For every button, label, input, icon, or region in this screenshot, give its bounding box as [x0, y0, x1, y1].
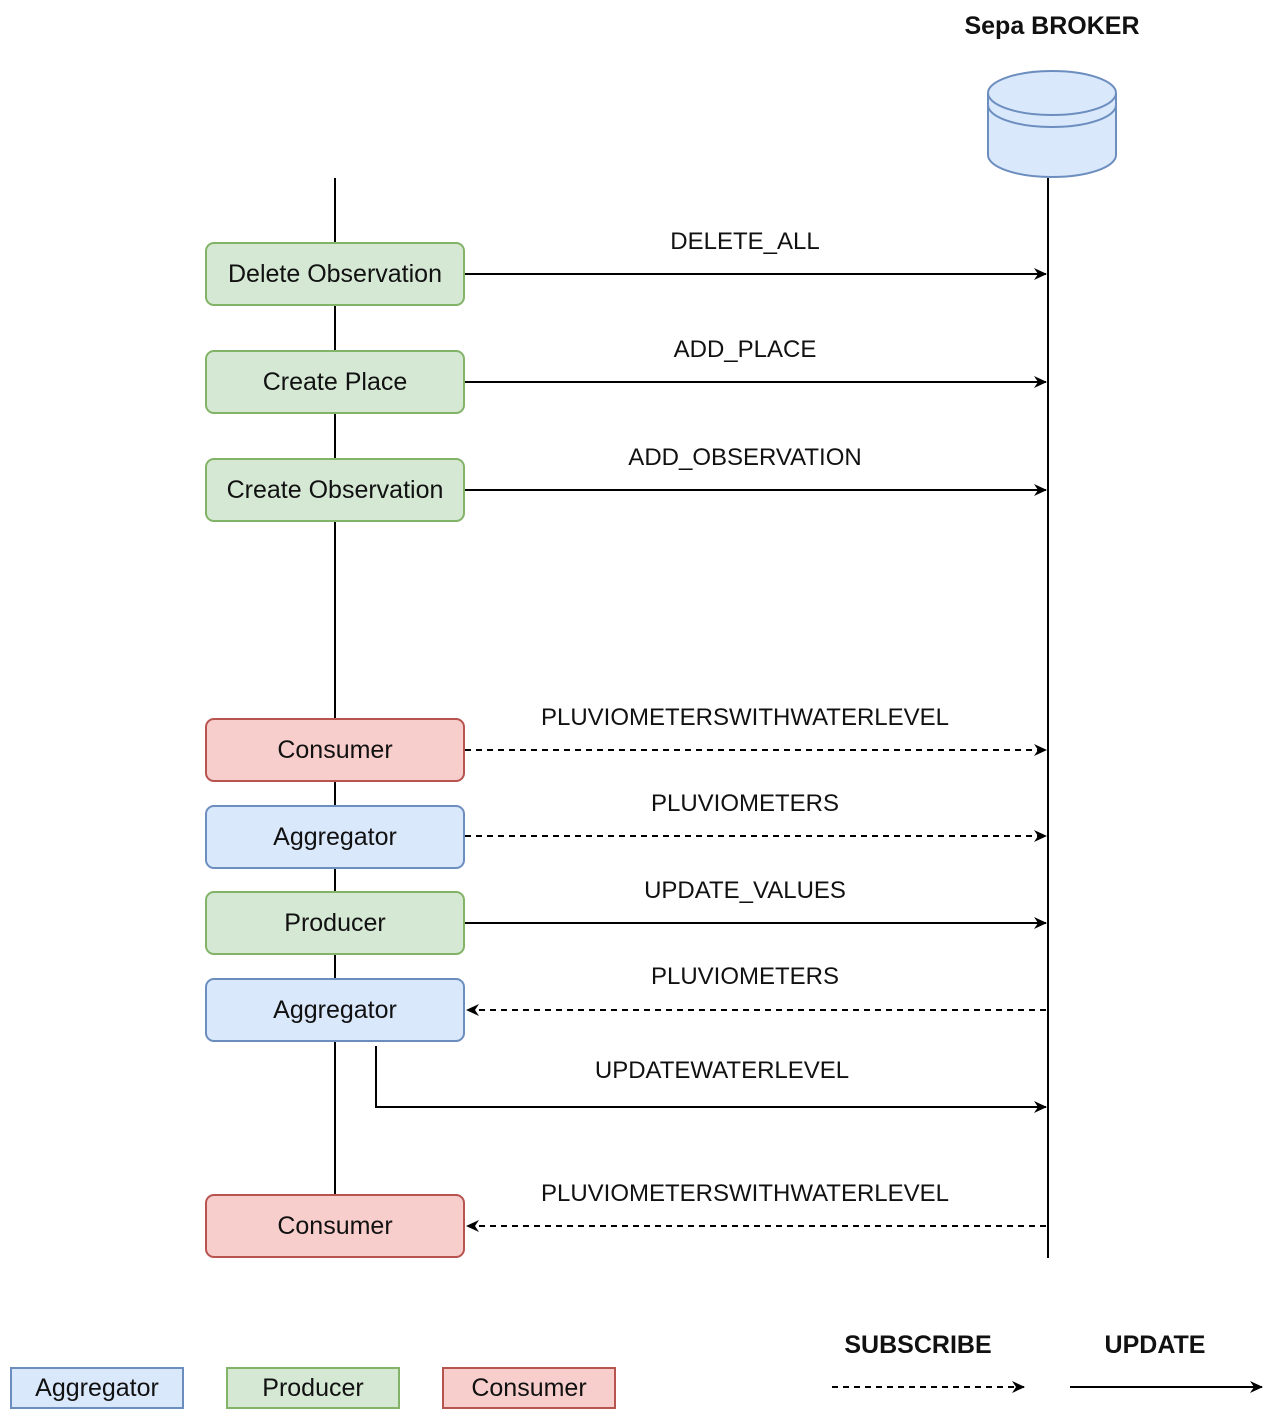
label-notify-pluviometers: PLUVIOMETERS: [650, 963, 840, 990]
label-update-water-level: UPDATEWATERLEVEL: [594, 1057, 850, 1084]
label-notify-pluvio-wl: PLUVIOMETERSWITHWATERLEVEL: [540, 1180, 950, 1207]
create-observation-box[interactable]: Create Observation: [205, 458, 465, 522]
producer-box[interactable]: Producer: [205, 891, 465, 955]
aggregator-box-1[interactable]: Aggregator: [205, 805, 465, 869]
create-place-box[interactable]: Create Place: [205, 350, 465, 414]
arrow-update-water-level: [375, 1046, 1047, 1113]
legend-consumer: Consumer: [442, 1367, 616, 1409]
label-add-observation: ADD_OBSERVATION: [628, 444, 862, 471]
consumer-box-2[interactable]: Consumer: [205, 1194, 465, 1258]
delete-observation-box[interactable]: Delete Observation: [205, 242, 465, 306]
label-subscribe-pluvio-wl: PLUVIOMETERSWITHWATERLEVEL: [540, 704, 950, 731]
broker-title: Sepa BROKER: [964, 12, 1140, 40]
legend-update-label: UPDATE: [1104, 1331, 1206, 1359]
label-add-place: ADD_PLACE: [673, 336, 817, 363]
legend-producer: Producer: [226, 1367, 400, 1409]
aggregator-box-2[interactable]: Aggregator: [205, 978, 465, 1042]
legend-subscribe-label: SUBSCRIBE: [844, 1331, 992, 1359]
label-update-values: UPDATE_VALUES: [644, 877, 846, 904]
label-delete-all: DELETE_ALL: [670, 228, 820, 255]
label-subscribe-pluviometers: PLUVIOMETERS: [650, 790, 840, 817]
consumer-box-1[interactable]: Consumer: [205, 718, 465, 782]
database-icon: [987, 70, 1117, 178]
legend-aggregator: Aggregator: [10, 1367, 184, 1409]
